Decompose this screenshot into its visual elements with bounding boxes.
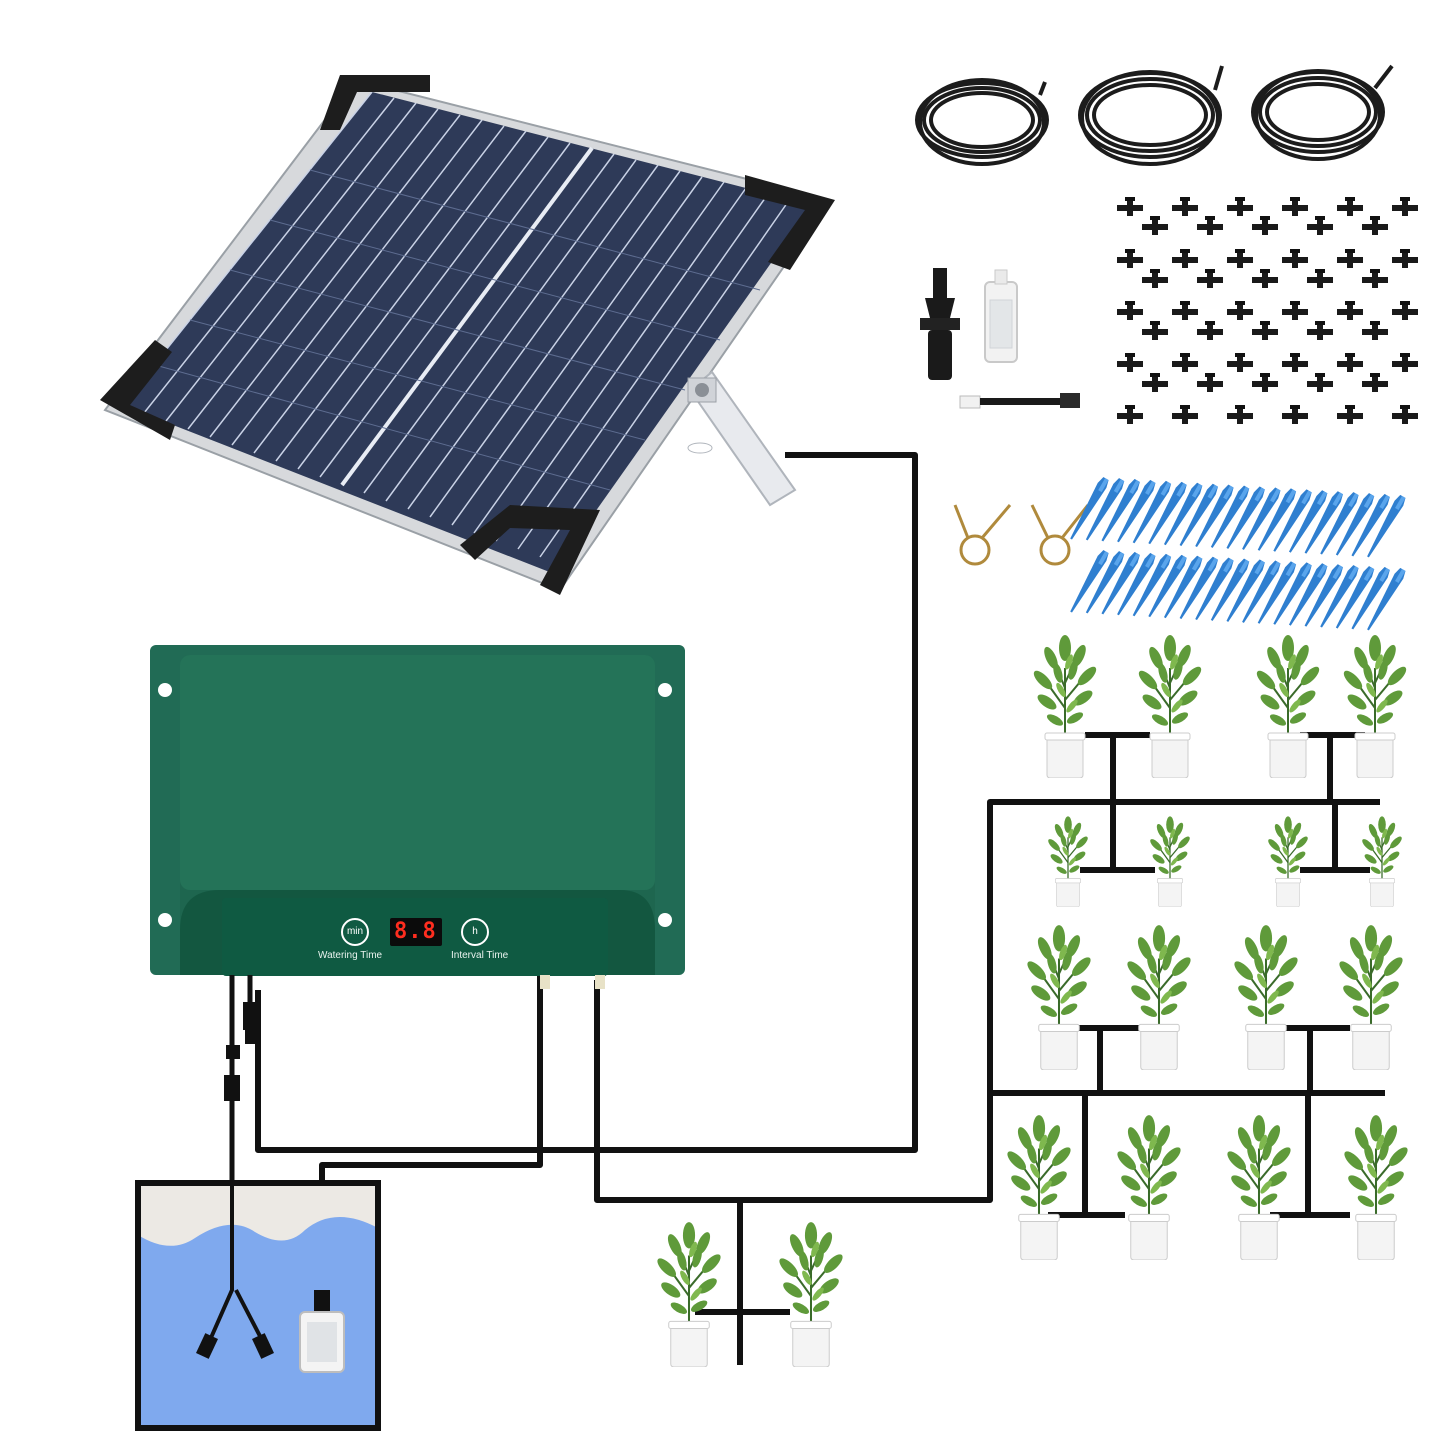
watering-time-label: Watering Time (318, 950, 383, 961)
filter-icon (984, 269, 1018, 363)
potted-plant-icon (653, 634, 1412, 1367)
connector-icon (920, 268, 960, 380)
dripper-icon (959, 393, 1080, 409)
controller-box (150, 645, 685, 989)
pump-filter-icon (299, 1290, 345, 1373)
h-button[interactable] (461, 918, 489, 946)
solar-panel-icon (100, 75, 835, 595)
min-button[interactable] (341, 918, 369, 946)
cable-connector-icon (224, 1002, 257, 1101)
clamp-icon (953, 504, 1090, 566)
led-display (390, 918, 442, 946)
water-tank-icon (135, 1180, 381, 1431)
h-button-label: h (472, 926, 478, 937)
irrigation-tubing (255, 452, 1385, 1365)
tubing-coil-icon (915, 64, 1394, 166)
interval-time-label: Interval Time (451, 950, 509, 961)
dripper-grid (1117, 197, 1418, 424)
display-value: 8.8 (394, 919, 437, 944)
min-button-label: min (346, 926, 364, 937)
